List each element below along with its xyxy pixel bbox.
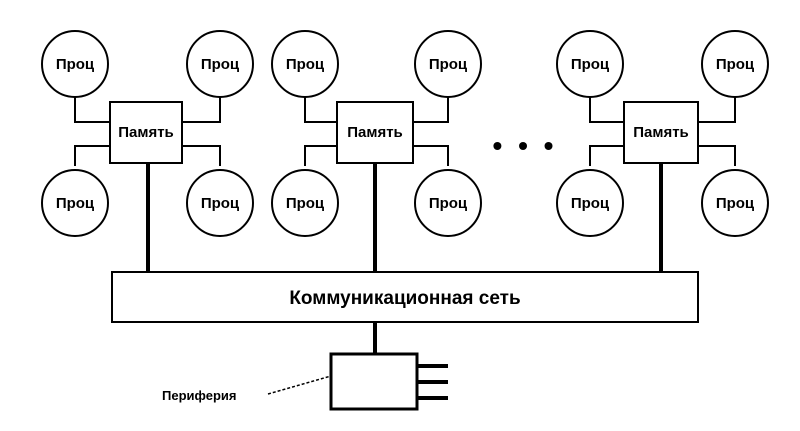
processor-label: Проц xyxy=(429,56,468,73)
peripheral-pointer-line xyxy=(267,375,332,395)
processor-label: Проц xyxy=(286,195,325,212)
processor-circle xyxy=(556,169,624,237)
processor-label: Проц xyxy=(571,56,610,73)
processor-label: Проц xyxy=(286,56,325,73)
memory-label-1: Память xyxy=(118,124,174,141)
processor-label: Проц xyxy=(571,195,610,212)
node-1: Память Проц Проц Проц Проц xyxy=(41,30,254,272)
link-proc-bottom-right-1 xyxy=(182,145,221,166)
more-nodes-ellipsis: • • • xyxy=(493,130,558,161)
processor-circle xyxy=(701,169,769,237)
processor-label: Проц xyxy=(429,195,468,212)
link-proc-top-left-1 xyxy=(74,96,110,123)
link-proc-bottom-right-2 xyxy=(413,145,449,166)
peripheral-label: Периферия xyxy=(162,388,236,403)
node-3: Память Проц Проц Проц Проц xyxy=(556,30,769,272)
link-proc-top-right-2 xyxy=(413,96,449,123)
link-proc-top-left-2 xyxy=(304,96,337,123)
processor-label: Проц xyxy=(716,195,755,212)
link-proc-top-right-1 xyxy=(182,96,221,123)
memory-label-3: Память xyxy=(633,124,689,141)
processor-circle xyxy=(186,30,254,98)
link-proc-top-right-3 xyxy=(698,96,736,123)
link-proc-bottom-left-2 xyxy=(304,145,337,166)
memory-box-1 xyxy=(109,101,183,164)
link-proc-top-left-3 xyxy=(589,96,624,123)
processor-label: Проц xyxy=(56,195,95,212)
communication-network-box xyxy=(111,271,699,323)
processor-circle xyxy=(414,30,482,98)
node-2: Память Проц Проц Проц Проц xyxy=(271,30,482,272)
processor-circle xyxy=(556,30,624,98)
peripheral-box xyxy=(329,352,419,411)
processor-circle xyxy=(271,169,339,237)
memory-box-2 xyxy=(336,101,414,164)
processor-circle xyxy=(41,30,109,98)
memory-box-3 xyxy=(623,101,699,164)
communication-network-label: Коммуникационная сеть xyxy=(289,288,520,309)
processor-circle xyxy=(414,169,482,237)
processor-label: Проц xyxy=(201,195,240,212)
processor-label: Проц xyxy=(201,56,240,73)
link-proc-bottom-left-3 xyxy=(589,145,624,166)
link-proc-bottom-left-1 xyxy=(74,145,110,166)
processor-label: Проц xyxy=(716,56,755,73)
processor-circle xyxy=(186,169,254,237)
link-proc-bottom-right-3 xyxy=(698,145,736,166)
processor-circle xyxy=(701,30,769,98)
processor-label: Проц xyxy=(56,56,95,73)
processor-circle xyxy=(41,169,109,237)
memory-label-2: Память xyxy=(347,124,403,141)
processor-circle xyxy=(271,30,339,98)
